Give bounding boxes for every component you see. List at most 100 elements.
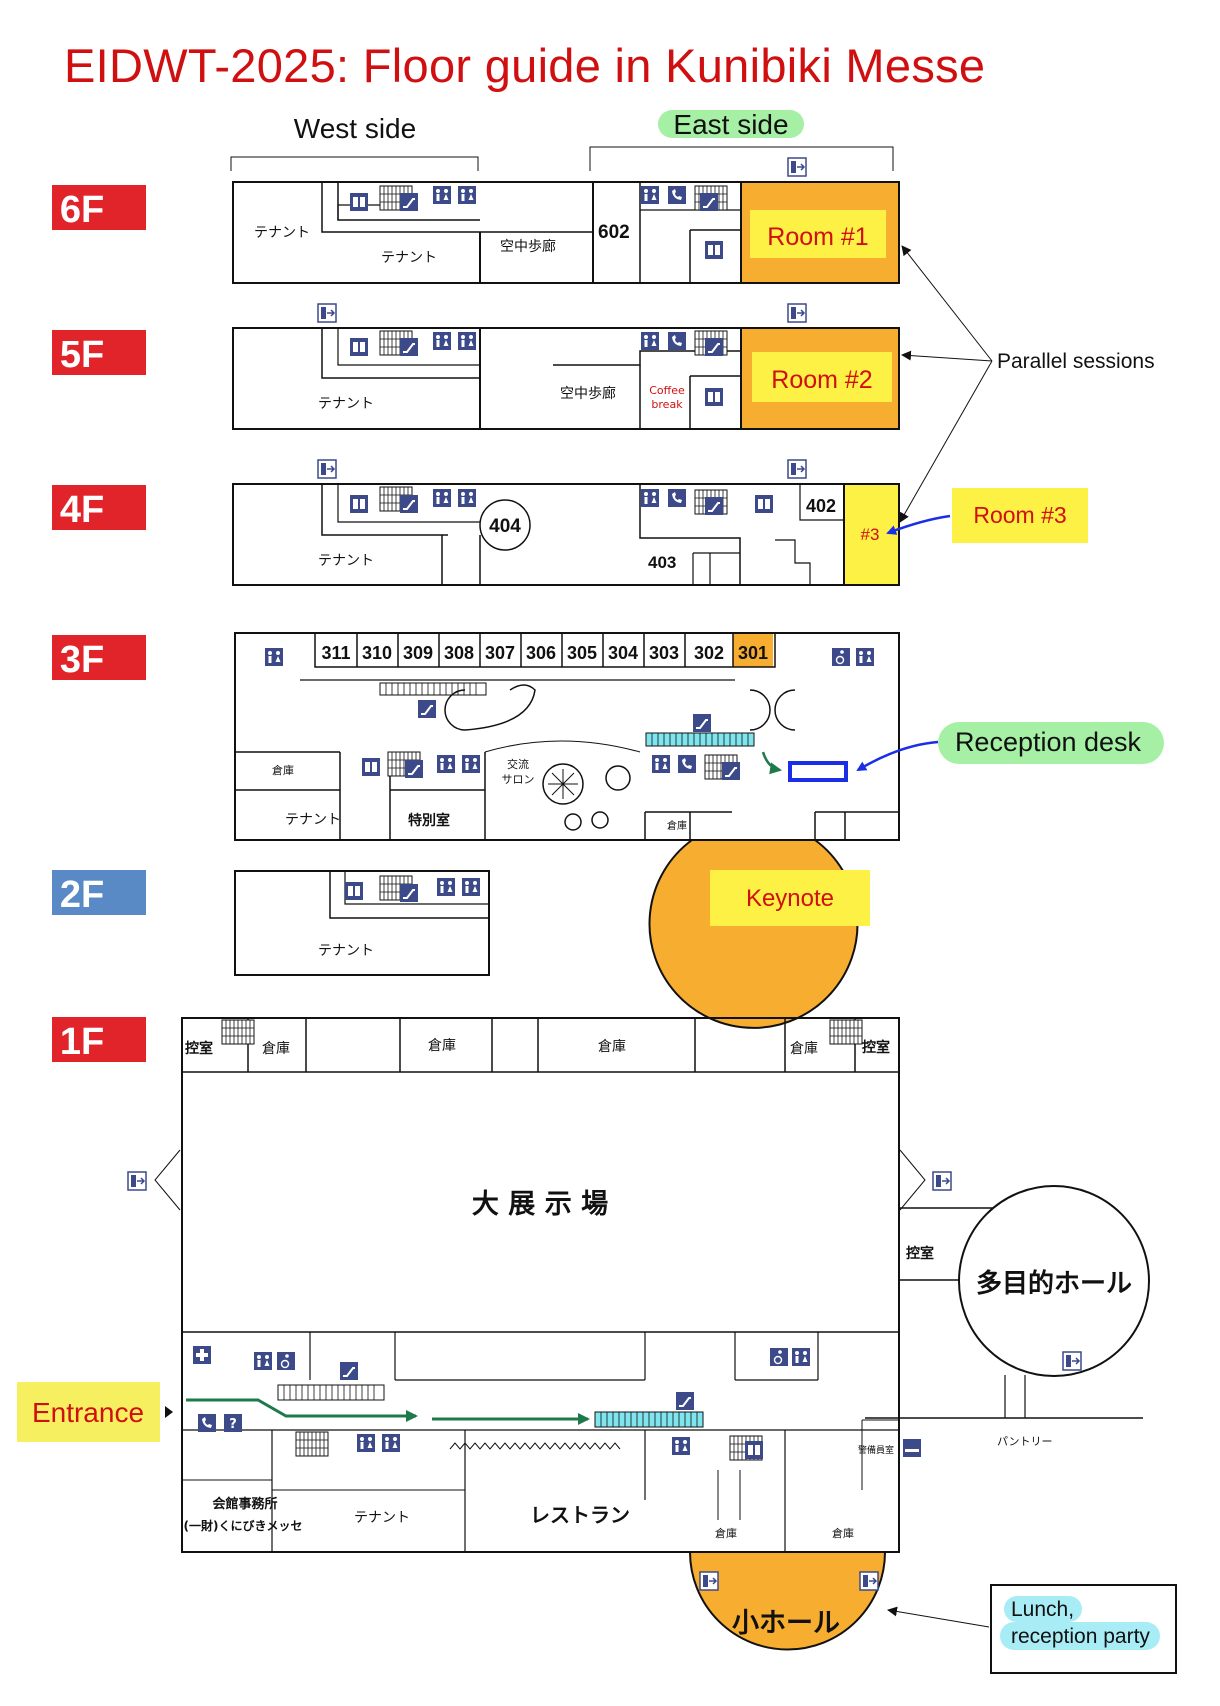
floor-tab-5f[interactable]: 5F (52, 330, 146, 376)
restroom-icon (678, 755, 696, 773)
phone-icon (198, 1414, 216, 1432)
reception-desk[interactable] (788, 761, 848, 782)
room-label: 特別室 (408, 812, 450, 829)
room-2-label[interactable]: Room #2 (752, 352, 892, 402)
escalator-icon (692, 713, 712, 733)
room-label: (一財)くにびきメッセ (184, 1518, 303, 1533)
room-label: 控室 (906, 1245, 934, 1262)
room-label: パントリー (997, 1435, 1053, 1448)
accessible-icon (276, 1351, 296, 1371)
room-308-label: 308 (444, 643, 474, 663)
restroom-icon (433, 186, 451, 204)
svg-text:2F: 2F (60, 874, 104, 916)
escalator-icon (399, 494, 419, 514)
corridor-label: 空中歩廊 (560, 385, 616, 402)
room-label: 警備員室 (858, 1444, 894, 1456)
coffee-break-label: Coffee (649, 384, 685, 397)
accessible-icon (769, 1347, 789, 1367)
escalator-icon (675, 1391, 695, 1411)
elevator-icon (345, 882, 363, 900)
restroom-icon (668, 332, 686, 350)
svg-text:reception party: reception party (1011, 1625, 1150, 1648)
restroom-icon (462, 878, 480, 896)
room-label: 倉庫 (832, 1526, 854, 1540)
floor-tab-3f[interactable]: 3F (52, 635, 146, 681)
floor-tab-4f[interactable]: 4F (52, 485, 146, 531)
room-label: 倉庫 (790, 1040, 818, 1057)
restroom-icon (433, 489, 451, 507)
small-hall[interactable]: 小ホール (688, 1551, 887, 1651)
restroom-icon (641, 186, 659, 204)
escalator-icon (704, 337, 724, 357)
room-1-label[interactable]: Room #1 (750, 210, 886, 258)
restroom-icon (357, 1434, 375, 1452)
room-label: 控室 (862, 1039, 890, 1056)
room-310-label: 310 (362, 643, 392, 663)
east-side-header: East side (589, 109, 894, 171)
floor-tab-1f[interactable]: 1F (52, 1017, 146, 1063)
escalator-icon (404, 759, 424, 779)
room-label: 会館事務所 (212, 1496, 277, 1512)
room-label: 倉庫 (272, 763, 294, 777)
room-304-label: 304 (608, 643, 638, 663)
room-404 (479, 499, 531, 551)
emergency-exit-icon (1062, 1351, 1082, 1371)
escalator-icon (704, 496, 724, 516)
svg-text:3F: 3F (60, 639, 104, 681)
escalator-icon (699, 192, 719, 212)
multipurpose-hall: 多目的ホール (958, 1185, 1150, 1377)
exhibition-hall-label: 大 展 示 場 (472, 1189, 608, 1220)
svg-text:6F: 6F (60, 189, 104, 231)
restroom-icon (437, 878, 455, 896)
entrance-callout[interactable]: Entrance (17, 1382, 173, 1442)
emergency-exit-icon (127, 1171, 147, 1191)
restaurant-label: レストラン (530, 1503, 630, 1527)
svg-text:Parallel sessions: Parallel sessions (997, 350, 1155, 373)
room-602-label: 602 (598, 222, 630, 243)
emergency-exit-icon (317, 459, 337, 479)
stairs-icon (829, 1019, 863, 1045)
floor-tab-6f[interactable]: 6F (52, 185, 146, 231)
room-303-label: 303 (649, 643, 679, 663)
restroom-icon (458, 489, 476, 507)
room-label: 控室 (185, 1040, 213, 1057)
restroom-icon (652, 755, 670, 773)
restroom-icon (265, 648, 283, 666)
svg-text:West side: West side (294, 113, 416, 144)
room-302-label: 302 (694, 643, 724, 663)
room-label: 倉庫 (667, 819, 687, 832)
elevator-icon (350, 495, 368, 513)
lunch-callout[interactable]: Lunch, reception party (887, 1584, 1177, 1674)
room-label: テナント (318, 943, 374, 959)
restroom-icon (641, 489, 659, 507)
room-label: 交流 (507, 757, 529, 771)
parallel-sessions-callout: Parallel sessions (899, 245, 1155, 523)
information-icon (224, 1414, 242, 1432)
corridor-label: 空中歩廊 (500, 238, 556, 255)
1f-room-labels: 控室 倉庫 倉庫 倉庫 倉庫 控室 大 展 示 場 控室 パントリー 警備員室 … (184, 1037, 1053, 1540)
room-label: 倉庫 (428, 1037, 456, 1054)
floor-tab-2f[interactable]: 2F (52, 870, 146, 916)
svg-text:Room #2: Room #2 (771, 366, 872, 394)
room-label: テナント (318, 396, 374, 412)
room-311-label: 311 (321, 643, 350, 663)
room-301-label: 301 (738, 643, 768, 663)
elevator-icon (705, 388, 723, 406)
room-label: テナント (318, 553, 374, 569)
floor-plan-4f (232, 483, 900, 586)
room-label: テナント (354, 1510, 410, 1526)
room-306-label: 306 (526, 643, 556, 663)
coffee-break-label: break (651, 398, 683, 411)
restroom-icon (668, 186, 686, 204)
svg-text:East side: East side (673, 109, 788, 140)
room-402-label: 402 (806, 496, 836, 516)
restroom-icon (458, 186, 476, 204)
reception-desk-callout[interactable]: Reception desk (856, 722, 1164, 772)
emergency-exit-icon (787, 459, 807, 479)
svg-text:1F: 1F (60, 1021, 104, 1063)
keynote-hall[interactable]: Keynote (648, 839, 871, 1029)
room-3-callout[interactable]: Room #3 (886, 488, 1088, 543)
restroom-icon (437, 755, 455, 773)
room-309-label: 309 (403, 643, 433, 663)
